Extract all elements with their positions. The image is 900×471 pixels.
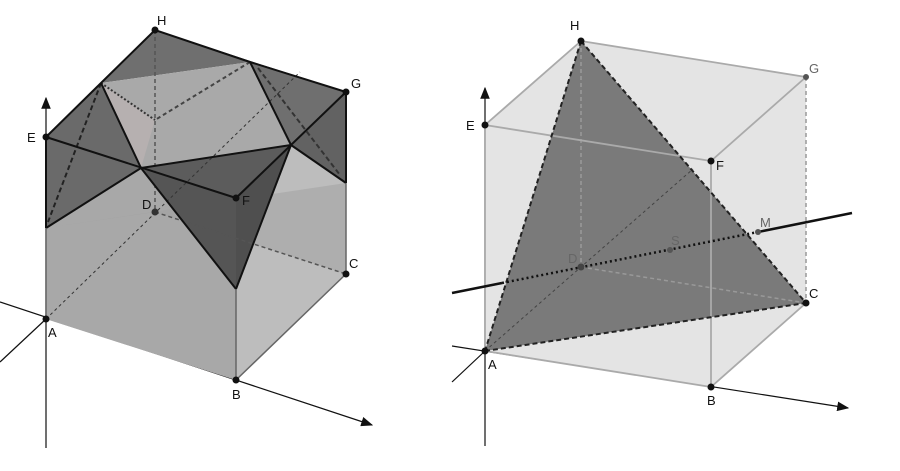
- left-vertices: [42, 26, 350, 384]
- point-C[interactable]: [802, 299, 810, 307]
- label-G: G: [809, 61, 819, 76]
- label-D: D: [142, 197, 151, 212]
- point-D[interactable]: [577, 263, 585, 271]
- point-M[interactable]: [755, 229, 761, 235]
- visible-edges: [45, 28, 347, 290]
- label-E: E: [466, 118, 475, 133]
- label-F: F: [242, 193, 250, 208]
- cube-hidden-edges: [580, 41, 807, 304]
- line-DM-outside-right: [757, 211, 853, 234]
- front-dark-triangle: [141, 145, 291, 198]
- label-C: C: [349, 256, 358, 271]
- label-B: B: [232, 387, 241, 402]
- point-B[interactable]: [232, 376, 240, 384]
- diagonal-AG: [484, 168, 694, 352]
- label-A: A: [488, 357, 497, 372]
- top-dark-face: [101, 30, 346, 145]
- label-D: D: [568, 251, 577, 266]
- label-M: M: [760, 215, 771, 230]
- point-A[interactable]: [481, 347, 489, 355]
- line-DM-hidden: [501, 230, 759, 285]
- left-figure: A B C D E F G H: [0, 13, 374, 448]
- right-dark-face: [291, 92, 346, 183]
- lower-edges: [45, 183, 347, 381]
- back-face: [46, 183, 346, 274]
- point-G[interactable]: [342, 88, 350, 96]
- point-C[interactable]: [342, 270, 350, 278]
- top-light-left: [101, 83, 155, 168]
- label-E: E: [27, 130, 36, 145]
- right-figure: A B C D E F G H M S: [451, 18, 853, 446]
- point-H[interactable]: [577, 37, 585, 45]
- point-D[interactable]: [151, 208, 159, 216]
- hidden-edges: [45, 30, 347, 320]
- y-axis: [451, 350, 486, 383]
- label-G: G: [351, 76, 361, 91]
- point-S[interactable]: [667, 247, 673, 253]
- label-S: S: [671, 233, 680, 248]
- cube-edges: [484, 40, 807, 388]
- y-axis: [0, 318, 47, 363]
- point-H[interactable]: [151, 26, 159, 34]
- point-F[interactable]: [707, 157, 715, 165]
- line-DM-outside-left: [451, 281, 503, 295]
- label-C: C: [809, 286, 818, 301]
- tetrahedron-face: [485, 41, 806, 351]
- point-F[interactable]: [232, 194, 240, 202]
- point-E[interactable]: [481, 121, 489, 129]
- point-A[interactable]: [42, 315, 50, 323]
- label-B: B: [707, 393, 716, 408]
- right-vertices: [481, 37, 810, 391]
- label-H: H: [570, 18, 579, 33]
- point-G[interactable]: [803, 74, 809, 80]
- label-A: A: [48, 325, 57, 340]
- point-E[interactable]: [42, 133, 50, 141]
- point-B[interactable]: [707, 383, 715, 391]
- label-H: H: [157, 13, 166, 28]
- label-F: F: [716, 158, 724, 173]
- tetrahedron-edges: [484, 40, 807, 352]
